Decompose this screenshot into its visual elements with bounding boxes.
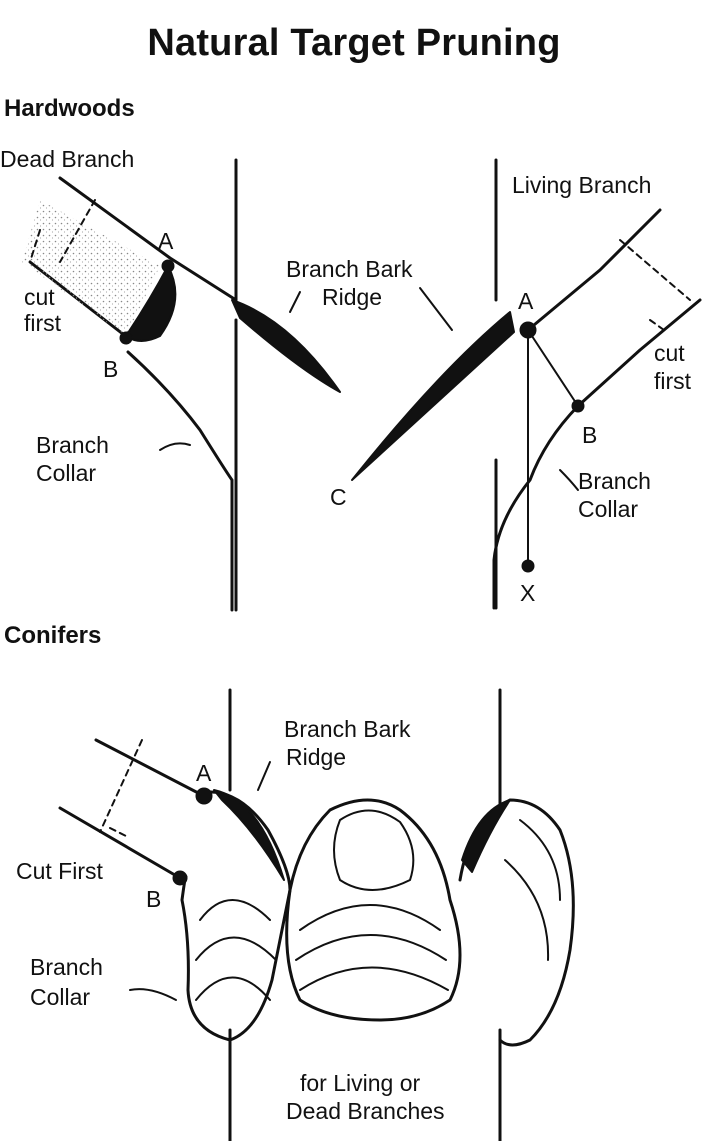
conifer-bark-ridge-label-2: Ridge — [286, 744, 347, 770]
hardwood-dead-branch-drawing — [22, 158, 341, 612]
conifer-point-b-label: B — [146, 886, 162, 912]
conifer-note-label-2: Dead Branches — [286, 1098, 445, 1124]
conifer-left-lobe — [180, 790, 292, 1042]
right-bark-ridge — [351, 311, 515, 481]
point-b-left-dot — [119, 331, 133, 345]
point-c-label: C — [330, 484, 347, 510]
point-b-left-label: B — [103, 356, 119, 382]
living-branch-top-edge — [526, 208, 662, 332]
conifer-branch-collar-label-1: Branch — [30, 954, 103, 980]
cut-first-right-label-2: first — [654, 368, 692, 394]
branch-bark-ridge-label-2: Ridge — [322, 284, 383, 310]
a-b-line — [527, 329, 579, 407]
cut-first-left-label-1: cut — [24, 284, 55, 310]
point-x-dot — [521, 559, 535, 573]
point-a-left-dot — [161, 259, 175, 273]
point-a-left-label: A — [158, 228, 174, 254]
point-a-right-dot — [519, 321, 537, 339]
conifer-cut-first-label: Cut First — [16, 858, 103, 884]
cut-first-left-label-2: first — [24, 310, 62, 336]
point-x-label: X — [520, 580, 536, 606]
cut-first-right-label-1: cut — [654, 340, 685, 366]
point-b-right-label: B — [582, 422, 598, 448]
dead-branch-stipple — [22, 200, 160, 336]
living-branch-bottom-edge — [576, 298, 702, 408]
conifers-heading: Conifers — [4, 622, 102, 649]
dead-branch-top-edge — [58, 176, 238, 302]
conifer-middle-lobe — [285, 798, 462, 1022]
branch-collar-right-label-1: Branch — [578, 468, 651, 494]
conifer-branch-collar-label-2: Collar — [30, 984, 91, 1010]
branch-collar-left-label-2: Collar — [36, 460, 97, 486]
conifer-point-a-dot — [195, 787, 213, 805]
dead-cut-dashes — [29, 199, 96, 263]
branch-bark-ridge-label-1: Branch Bark — [286, 256, 413, 282]
point-b-right-dot — [571, 399, 585, 413]
conifer-point-a-label: A — [196, 760, 212, 786]
page-title: Natural Target Pruning — [147, 22, 561, 64]
conifer-right-ridge — [461, 799, 511, 873]
living-branch-label: Living Branch — [512, 172, 652, 198]
conifer-note-label-1: for Living or — [300, 1070, 421, 1096]
hardwood-living-branch-drawing — [351, 158, 702, 610]
point-a-right-label: A — [518, 288, 534, 314]
branch-collar-left-label-1: Branch — [36, 432, 109, 458]
conifer-bark-ridge-label-1: Branch Bark — [284, 716, 411, 742]
living-cut-dashes — [619, 239, 691, 331]
dead-branch-label: Dead Branch — [0, 146, 135, 172]
conifer-point-b-dot — [172, 870, 188, 886]
right-collar-outline — [492, 404, 580, 610]
left-collar-outline — [126, 350, 234, 612]
branch-collar-right-label-2: Collar — [578, 496, 639, 522]
conifer-drawing — [58, 688, 575, 1141]
dead-collar-dark — [125, 265, 177, 342]
left-bark-ridge — [231, 299, 341, 393]
hardwoods-heading: Hardwoods — [4, 95, 135, 122]
conifer-left-ridge — [213, 789, 285, 881]
